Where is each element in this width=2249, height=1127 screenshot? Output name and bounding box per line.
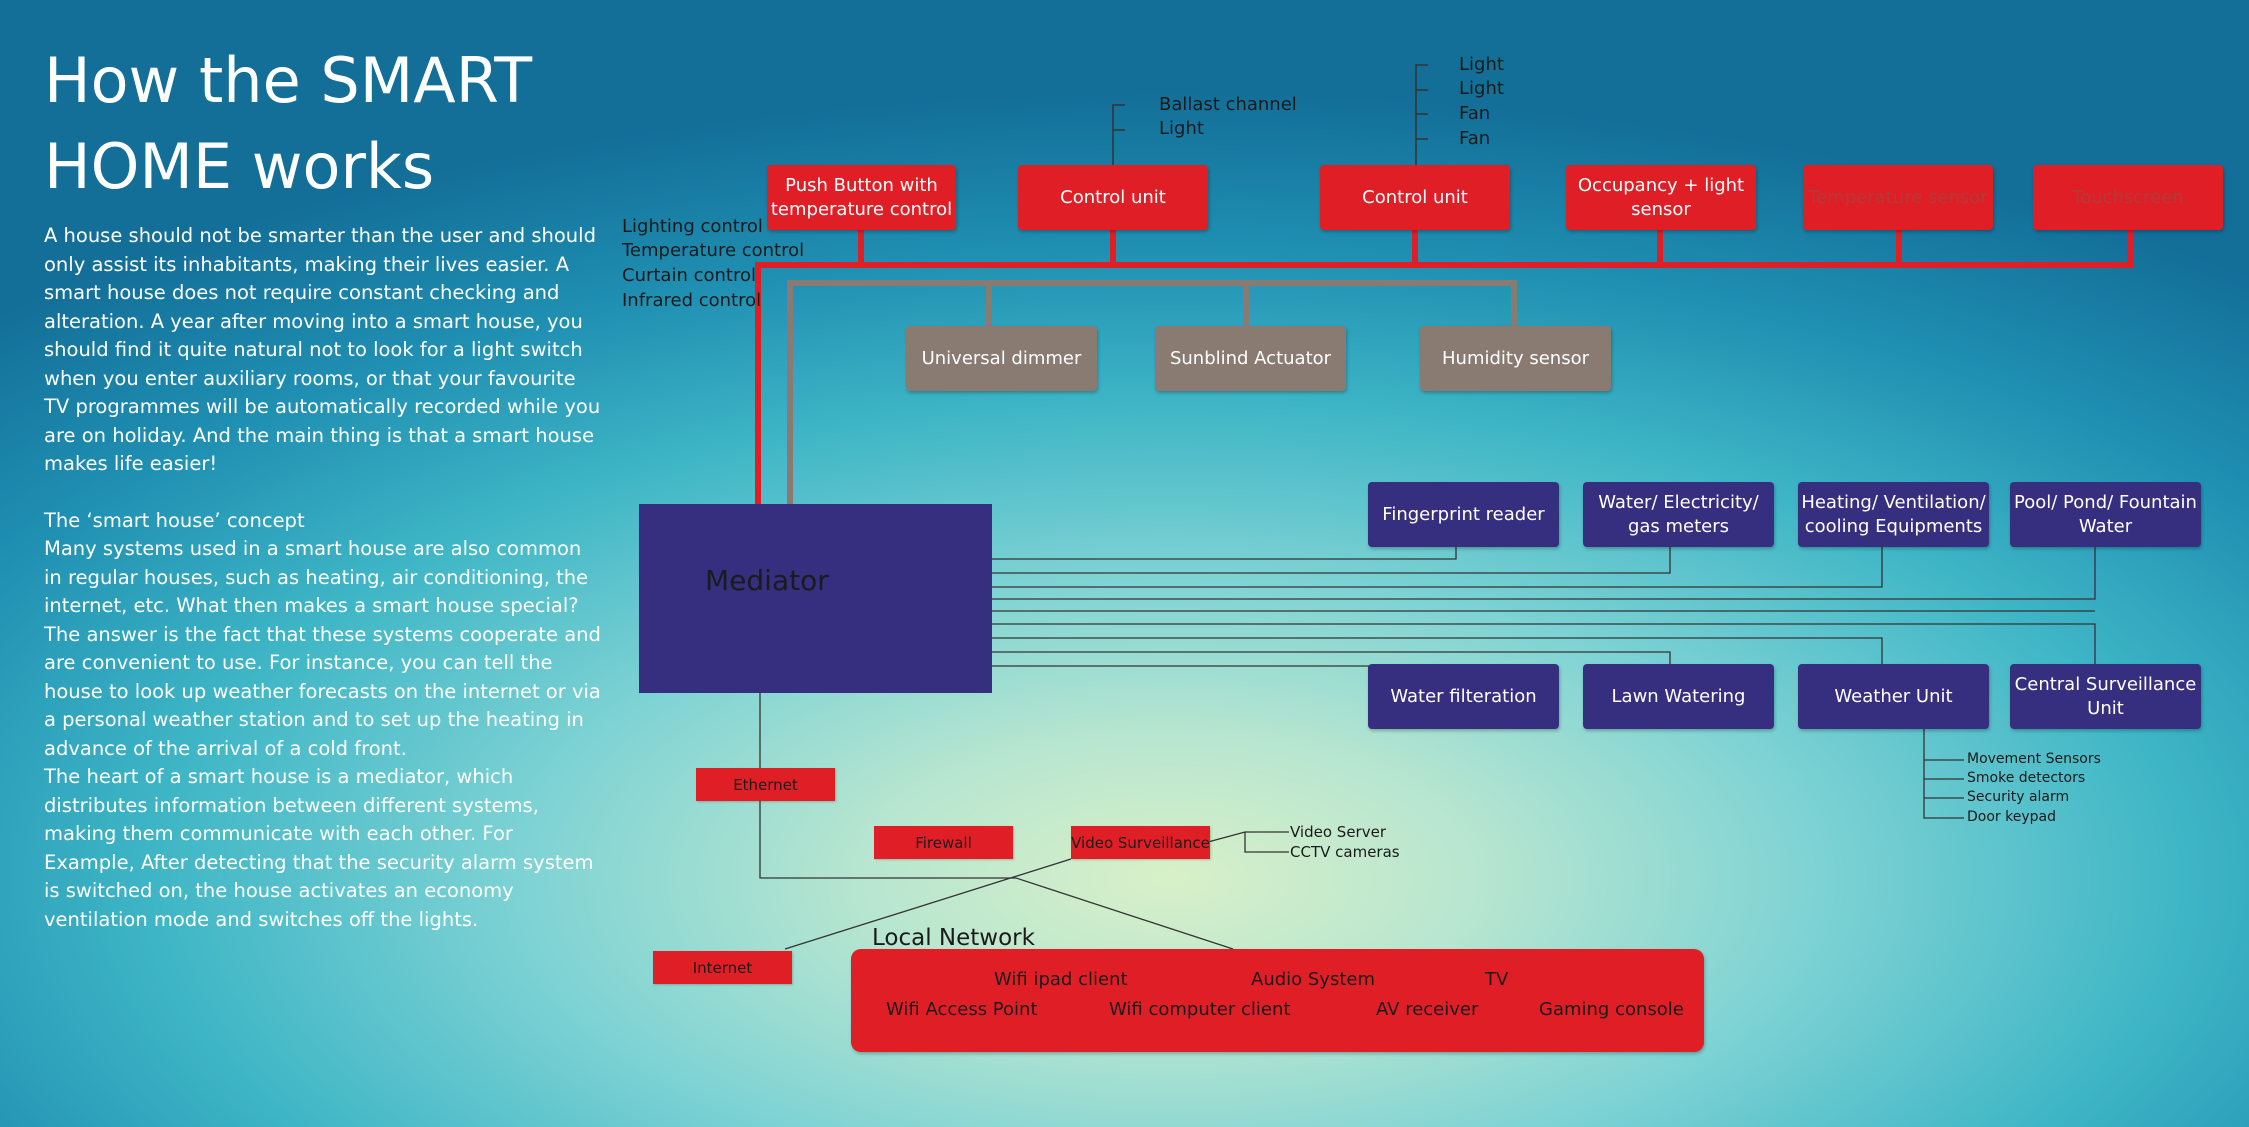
fan-label-1: Fan	[1459, 103, 1491, 124]
local-network-label: Local Network	[872, 925, 1035, 951]
video-server-label: Video Server	[1290, 823, 1386, 841]
wifi-access-point: Wifi Access Point	[886, 999, 1038, 1020]
curtain-control-label: Curtain control	[622, 265, 756, 286]
light-label-3: Light	[1459, 78, 1504, 99]
concept-paragraph: Many systems used in a smart house are a…	[44, 537, 601, 760]
wifi-computer-client: Wifi computer client	[1109, 999, 1291, 1020]
smoke-detectors-label: Smoke detectors	[1967, 770, 2086, 786]
ethernet-box: Ethernet	[696, 768, 835, 801]
page-title: How the SMART HOME works	[44, 44, 533, 203]
lawn-watering: Lawn Watering	[1583, 664, 1774, 729]
red-bus	[755, 228, 2133, 504]
occupancy-sensor: Occupancy + light sensor	[1566, 165, 1756, 230]
ballast-channel-label: Ballast channel	[1159, 94, 1297, 115]
mediator-links	[992, 545, 2096, 667]
pool-pond-fountain: Pool/ Pond/ Fountain Water	[2010, 482, 2201, 547]
video-surveillance-box: Video Surveillance	[1071, 826, 1210, 859]
light-label-1: Light	[1159, 118, 1204, 139]
door-keypad-label: Door keypad	[1967, 809, 2056, 825]
tv: TV	[1485, 969, 1509, 990]
central-surveillance-unit: Central Surveillance Unit	[2010, 664, 2201, 729]
utility-meters: Water/ Electricity/ gas meters	[1583, 482, 1774, 547]
intro-paragraph: A house should not be smarter than the u…	[44, 224, 601, 475]
universal-dimmer: Universal dimmer	[906, 326, 1097, 391]
temperature-control-label: Temperature control	[622, 240, 805, 261]
output-brackets	[1112, 64, 1428, 168]
control-unit-2: Control unit	[1320, 165, 1510, 230]
temperature-sensor: Temperature sensor	[1803, 165, 1993, 230]
firewall-box: Firewall	[874, 826, 1013, 859]
sunblind-actuator: Sunblind Actuator	[1155, 326, 1346, 391]
light-label-2: Light	[1459, 54, 1504, 75]
weather-unit: Weather Unit	[1798, 664, 1989, 729]
audio-system: Audio System	[1251, 969, 1376, 990]
lighting-control-label: Lighting control	[622, 216, 763, 237]
av-receiver: AV receiver	[1376, 999, 1479, 1020]
concept-heading: The ‘smart house’ concept	[44, 508, 305, 532]
water-filtration: Water filteration	[1368, 664, 1559, 729]
mediator-label: Mediator	[705, 564, 829, 597]
network-links	[759, 693, 1289, 950]
mediator-paragraph: The heart of a smart house is a mediator…	[44, 765, 594, 931]
mediator-box: Mediator	[639, 504, 992, 693]
fan-label-2: Fan	[1459, 128, 1491, 149]
description-text: A house should not be smarter than the u…	[44, 222, 604, 934]
local-network-box: Wifi ipad client Audio System TV Wifi Ac…	[851, 949, 1704, 1052]
control-unit-1: Control unit	[1018, 165, 1208, 230]
internet-box: Internet	[653, 951, 792, 984]
gaming-console: Gaming console	[1539, 999, 1684, 1020]
hvac-equipment: Heating/ Ventilation/ cooling Equipments	[1798, 482, 1989, 547]
security-alarm-label: Security alarm	[1967, 789, 2070, 805]
cctv-cameras-label: CCTV cameras	[1290, 843, 1400, 861]
push-button-unit: Push Button with temperature control	[767, 165, 956, 230]
movement-sensors-label: Movement Sensors	[1967, 751, 2101, 767]
wifi-ipad-client: Wifi ipad client	[994, 969, 1128, 990]
touchscreen-unit: Touchscreen	[2033, 165, 2223, 230]
grey-bus	[787, 280, 1517, 504]
humidity-sensor: Humidity sensor	[1420, 326, 1611, 391]
infrared-control-label: Infrared control	[622, 290, 762, 311]
fingerprint-reader: Fingerprint reader	[1368, 482, 1559, 547]
security-branch	[1923, 729, 1964, 819]
